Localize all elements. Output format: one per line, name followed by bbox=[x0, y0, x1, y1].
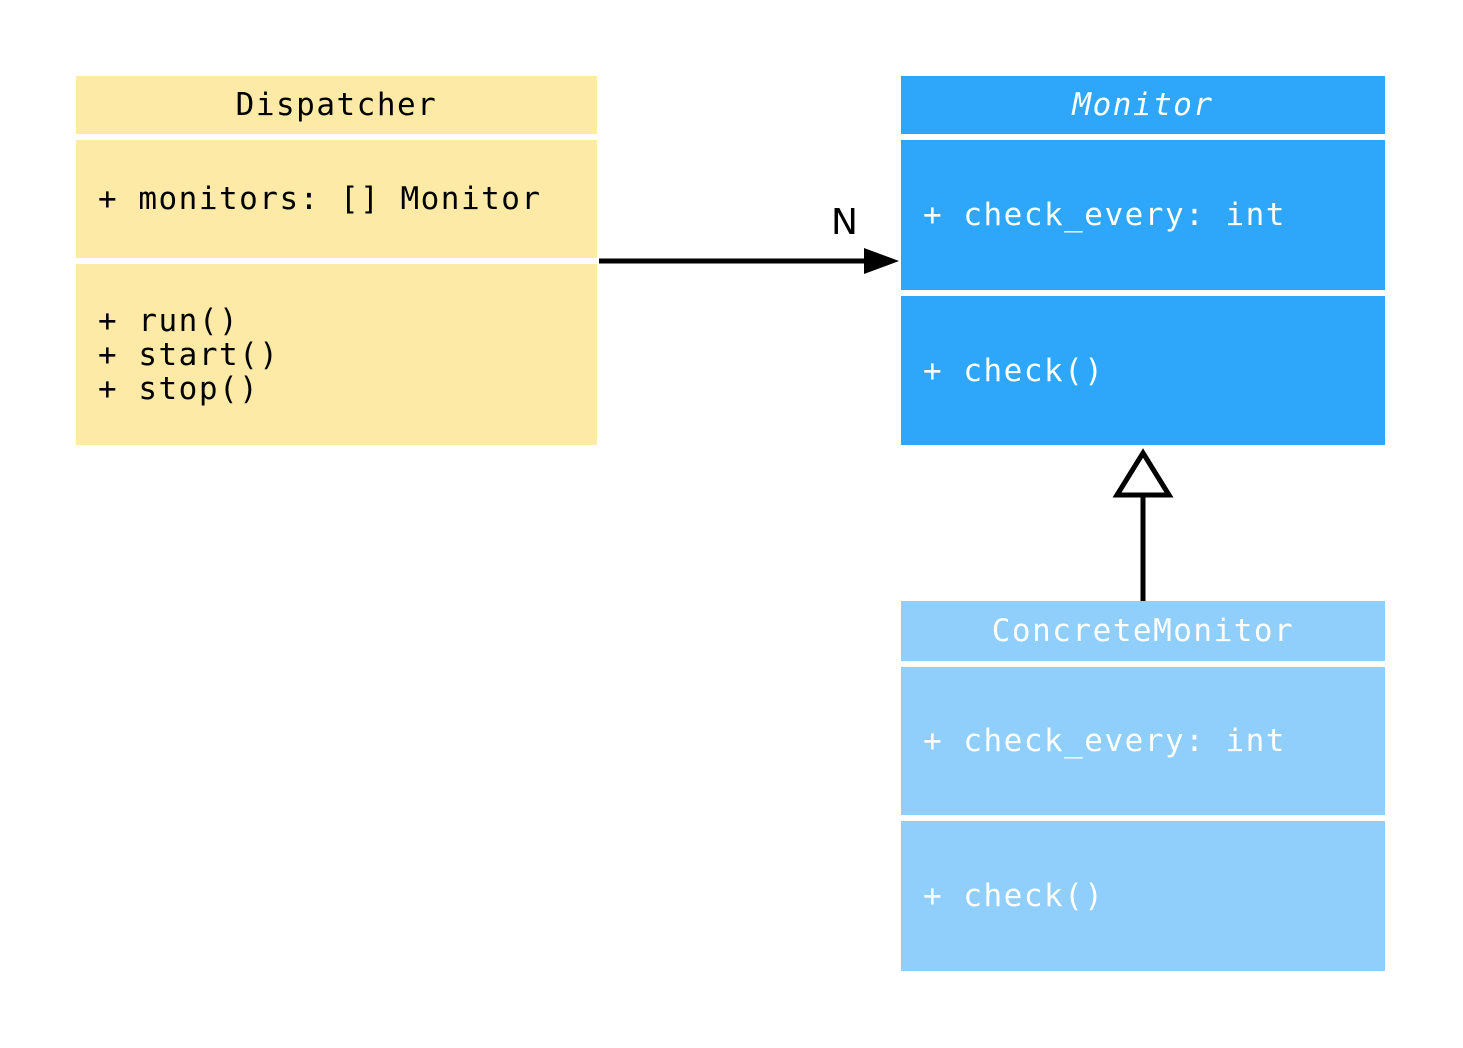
inheritance-arrow-concretemonitor-to-monitor bbox=[1112, 448, 1174, 601]
class-attributes-section: + check_every: int bbox=[901, 667, 1385, 815]
inheritance-triangle-icon bbox=[1112, 448, 1174, 498]
method-row: + check() bbox=[923, 352, 1105, 389]
association-multiplicity-label: N bbox=[831, 202, 858, 243]
class-node-concretemonitor: ConcreteMonitor + check_every: int + che… bbox=[901, 601, 1385, 971]
method-row: + stop() bbox=[98, 370, 260, 407]
method-row: + check() bbox=[923, 878, 1105, 914]
method-row: + start() bbox=[98, 336, 280, 373]
class-methods-section: + run() + start() + stop() bbox=[76, 264, 597, 445]
class-title-monitor: Monitor bbox=[901, 76, 1385, 134]
class-node-monitor: Monitor + check_every: int + check() bbox=[901, 76, 1385, 445]
class-attributes-section: + monitors: [] Monitor bbox=[76, 140, 597, 258]
class-methods-section: + check() bbox=[901, 296, 1385, 445]
association-arrowhead-icon bbox=[864, 248, 899, 274]
class-title-concretemonitor: ConcreteMonitor bbox=[901, 601, 1385, 661]
class-title-dispatcher: Dispatcher bbox=[76, 76, 597, 134]
attribute-row: + monitors: [] Monitor bbox=[98, 181, 542, 217]
attribute-row: + check_every: int bbox=[923, 197, 1286, 233]
class-methods-section: + check() bbox=[901, 821, 1385, 971]
class-attributes-section: + check_every: int bbox=[901, 140, 1385, 290]
attribute-row: + check_every: int bbox=[923, 723, 1286, 759]
class-node-dispatcher: Dispatcher + monitors: [] Monitor + run(… bbox=[76, 76, 597, 445]
association-arrow-dispatcher-to-monitor bbox=[599, 248, 899, 274]
method-row: + run() bbox=[98, 302, 240, 339]
